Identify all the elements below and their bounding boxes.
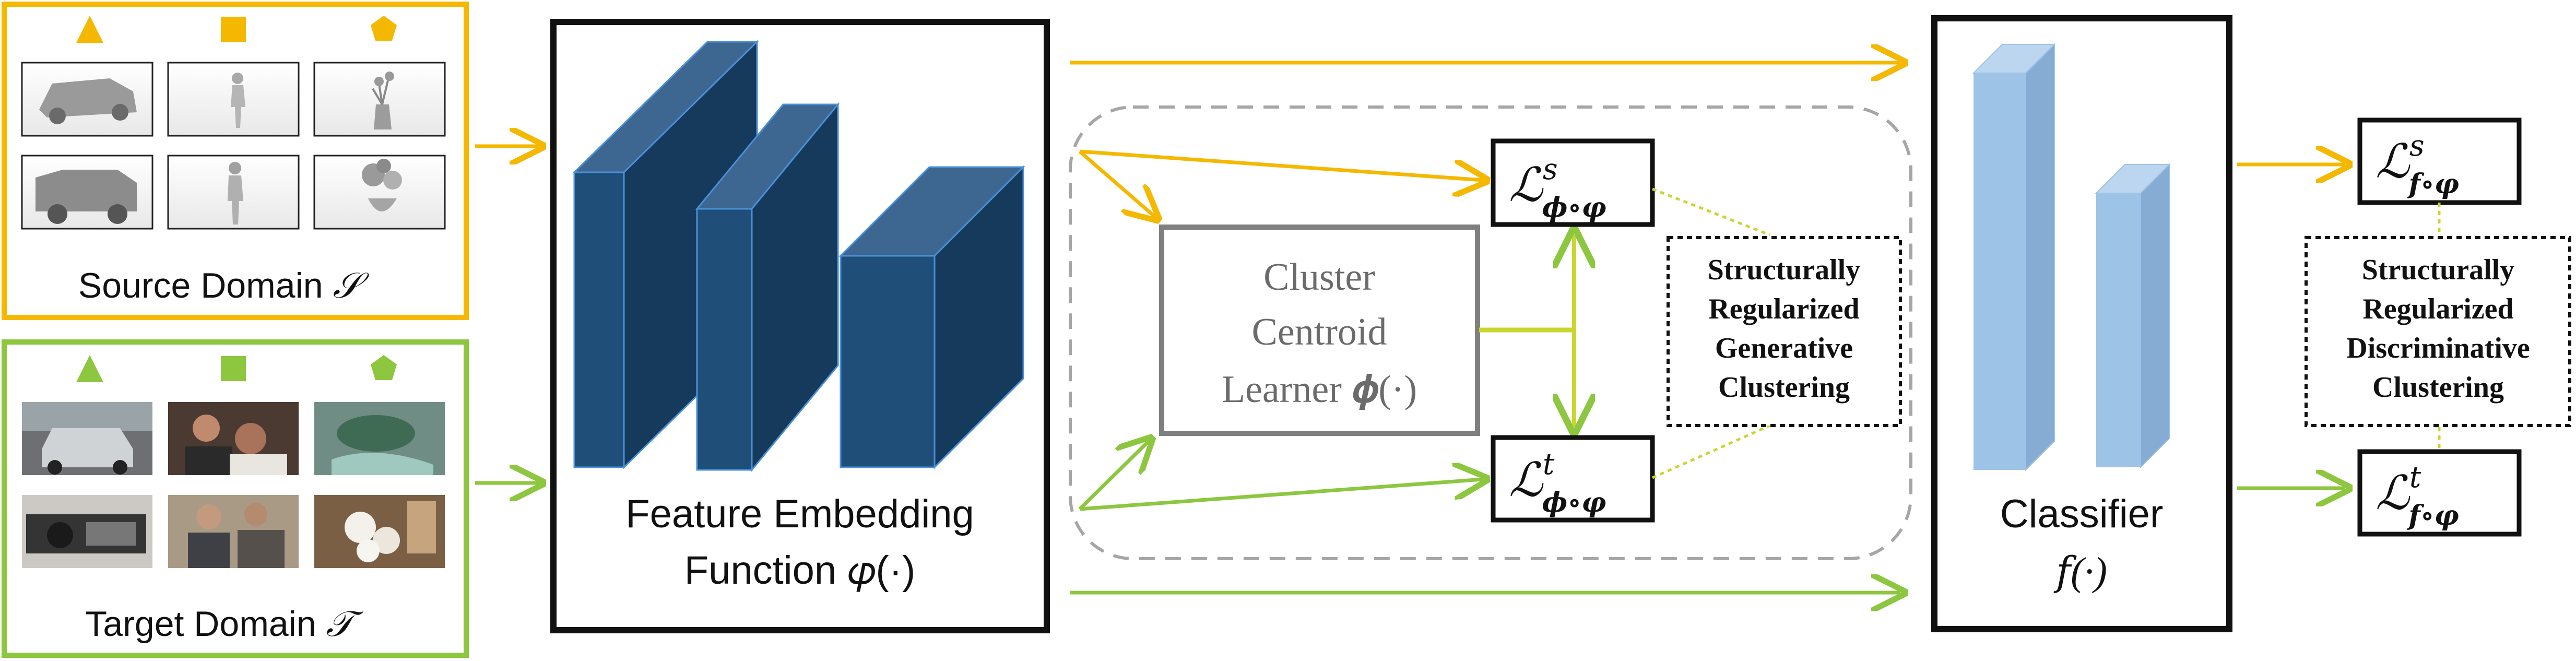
source-thumbnail-person-1 bbox=[167, 62, 300, 137]
classifier-title: Classifier bbox=[2000, 492, 2164, 536]
embedding-layer-3 bbox=[838, 165, 1025, 469]
cluster-learner-line2: Centroid bbox=[1252, 311, 1387, 353]
target-thumbnail-car-1 bbox=[22, 402, 152, 475]
svg-text:Clustering: Clustering bbox=[2372, 371, 2504, 404]
target-to-cluster-learner-arrow bbox=[1078, 441, 1149, 511]
svg-text:ℒ𝑡𝒇∘𝝋: ℒ𝑡𝒇∘𝝋 bbox=[2376, 462, 2459, 531]
svg-text:Structurally: Structurally bbox=[2362, 254, 2514, 286]
target-thumbnail-people-2 bbox=[168, 495, 299, 568]
target-loss-to-generative-note-link bbox=[1651, 424, 1771, 479]
source-domain-label: Source Domain 𝒮 bbox=[78, 266, 370, 305]
embedding-layer-2 bbox=[695, 102, 840, 473]
source-triangle-marker bbox=[76, 16, 103, 43]
source-domain-panel: Source Domain 𝒮 bbox=[2, 2, 469, 320]
source-loss-to-generative-note-link bbox=[1652, 187, 1770, 237]
target-domain-panel: Target Domain 𝒯 bbox=[2, 339, 469, 658]
svg-text:Clustering: Clustering bbox=[1718, 371, 1850, 404]
svg-text:Discriminative: Discriminative bbox=[2346, 332, 2530, 364]
svg-text:ℒ𝑡𝝓∘𝝋: ℒ𝑡𝝓∘𝝋 bbox=[1509, 448, 1606, 518]
source-pentagon-marker bbox=[371, 16, 397, 41]
source-thumbnail-plant-1 bbox=[313, 62, 446, 137]
feature-embedding-title: Feature Embedding bbox=[625, 492, 974, 536]
target-thumbnail-car-2 bbox=[22, 495, 152, 568]
feature-embedding-function: Function 𝜑(·) bbox=[684, 548, 916, 593]
cluster-learner-box bbox=[1159, 225, 1480, 436]
svg-text:Generative: Generative bbox=[1715, 332, 1853, 364]
source-square-marker bbox=[221, 17, 246, 42]
target-thumbnail-flower-2 bbox=[314, 495, 445, 568]
svg-text:Regularized: Regularized bbox=[2362, 293, 2513, 325]
target-square-marker bbox=[221, 356, 246, 381]
classifier-layer-2 bbox=[2095, 163, 2171, 469]
svg-text:Regularized: Regularized bbox=[1708, 293, 1859, 325]
source-thumbnail-plant-2 bbox=[313, 155, 446, 230]
target-to-generative-loss-arrow bbox=[1079, 479, 1483, 511]
classifier-layer-1 bbox=[1972, 43, 2056, 471]
source-to-generative-loss-arrow bbox=[1079, 149, 1483, 180]
target-thumbnail-plant-1 bbox=[314, 402, 445, 475]
source-thumbnail-jeep-2 bbox=[21, 155, 153, 230]
target-domain-label: Target Domain 𝒯 bbox=[85, 604, 363, 644]
source-thumbnail-person-2 bbox=[167, 155, 300, 230]
generative-clustering-region bbox=[1069, 105, 1912, 560]
discriminative-clustering-note: Structurally Regularized Discriminative … bbox=[2305, 236, 2571, 427]
cluster-learner-line1: Cluster bbox=[1263, 256, 1375, 299]
generative-clustering-note: Structurally Regularized Generative Clus… bbox=[1667, 236, 1902, 427]
classifier-panel: Classifier 𝑓(·) bbox=[1931, 15, 2232, 632]
target-thumbnail-people-1 bbox=[168, 402, 299, 475]
svg-text:ℒ𝑠𝒇∘𝝋: ℒ𝑠𝒇∘𝝋 bbox=[2376, 130, 2459, 199]
svg-text:Structurally: Structurally bbox=[1708, 254, 1860, 286]
source-thumbnail-jeep-1 bbox=[21, 62, 153, 137]
target-pentagon-marker bbox=[371, 355, 397, 380]
svg-text:ℒ𝑠𝝓∘𝝋: ℒ𝑠𝝓∘𝝋 bbox=[1509, 154, 1606, 223]
classifier-function: 𝑓(·) bbox=[2053, 550, 2107, 594]
cluster-centroid-learner: Cluster Centroid Learner 𝝓(·) bbox=[1159, 225, 1480, 436]
cluster-learner-line3: Learner 𝝓(·) bbox=[1222, 368, 1417, 411]
feature-embedding-panel: Feature Embedding Function 𝜑(·) bbox=[550, 19, 1050, 633]
target-triangle-marker bbox=[76, 355, 103, 382]
embedding-layer-1 bbox=[572, 40, 759, 469]
source-to-cluster-learner-arrow bbox=[1078, 150, 1155, 217]
